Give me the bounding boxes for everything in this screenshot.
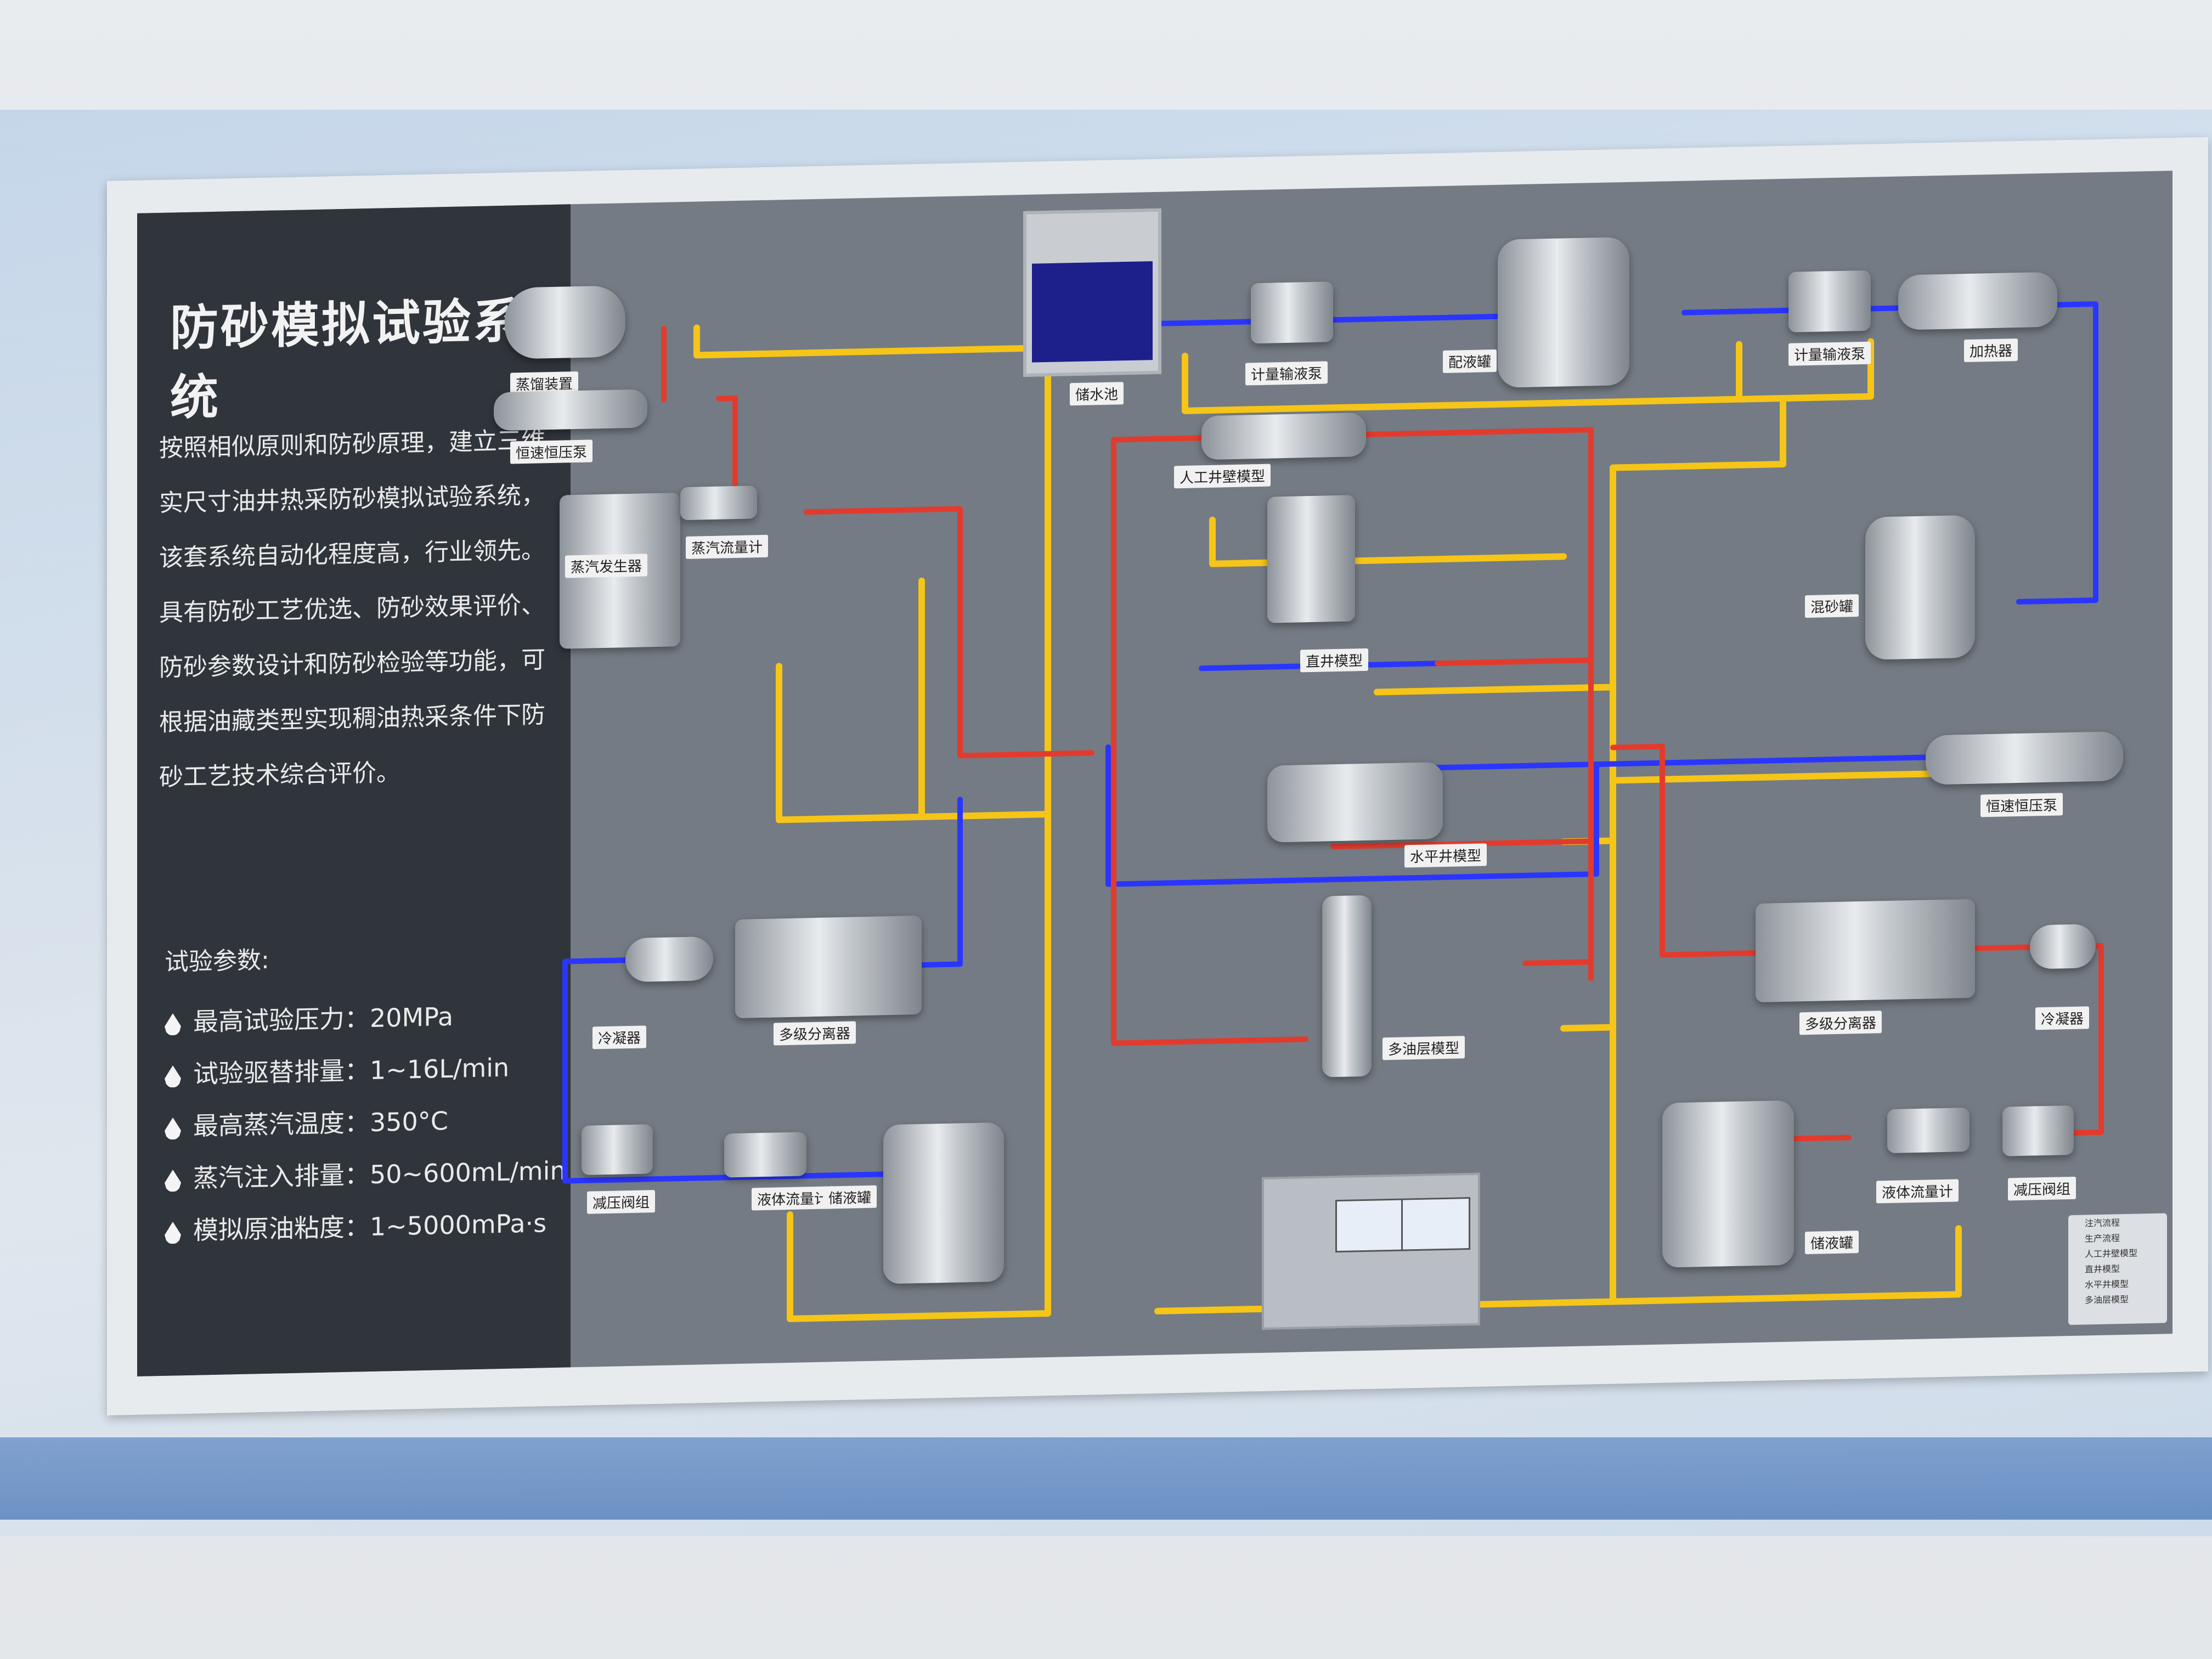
steam-flowmeter — [680, 486, 757, 521]
liquid-flowmeter-left — [724, 1132, 806, 1178]
pressure-valve-left — [582, 1124, 653, 1175]
equipment-label: 液体流量计 — [1876, 1179, 1959, 1204]
condenser-left — [625, 936, 713, 983]
equipment-label: 混砂罐 — [1805, 594, 1859, 618]
equipment-label: 冷凝器 — [2035, 1006, 2090, 1030]
pipe-network — [562, 301, 2104, 1322]
equipment-label: 减压阀组 — [587, 1190, 656, 1214]
blue-tape — [0, 1437, 2212, 1520]
legend-item: 多油层模型 — [2085, 1294, 2129, 1306]
equipment-label: 液体流量计 — [752, 1186, 834, 1211]
separator-left — [735, 915, 922, 1019]
horizontal-well-model — [1267, 761, 1443, 843]
equipment-label: 恒速恒压泵 — [510, 439, 593, 464]
vertical-well-model — [1267, 495, 1355, 623]
legend-item: 注汽流程 — [2085, 1217, 2120, 1229]
metering-pump-2 — [1788, 270, 1871, 332]
legend-item: 水平井模型 — [2085, 1278, 2129, 1290]
display-frame: 防砂模拟试验系统 按照相似原则和防砂原理，建立三维实尺寸油井热采防砂模拟试验系统… — [107, 137, 2208, 1415]
water-fill — [1032, 261, 1153, 363]
steam-lines — [661, 325, 2104, 1143]
equipment-label: 人工井壁模型 — [1174, 464, 1271, 489]
legend-item: 生产流程 — [2085, 1233, 2120, 1244]
condenser-right — [2030, 924, 2096, 969]
equipment-label: 多级分离器 — [774, 1021, 856, 1046]
mixing-tank — [1498, 236, 1629, 388]
equipment-label: 加热器 — [1964, 338, 2018, 363]
sand-mixing-tank — [1865, 515, 1975, 660]
equipment-label: 配液罐 — [1443, 349, 1497, 373]
equipment-label: 储液罐 — [823, 1185, 877, 1209]
equipment-label: 储水池 — [1070, 382, 1124, 406]
storage-tank-right — [1662, 1100, 1794, 1268]
display-board: 防砂模拟试验系统 按照相似原则和防砂原理，建立三维实尺寸油井热采防砂模拟试验系统… — [137, 171, 2172, 1376]
constant-pump-left — [494, 389, 647, 431]
metering-pump-1 — [1251, 281, 1333, 344]
equipment-label: 冷凝器 — [592, 1025, 647, 1049]
constant-pump-right — [1926, 731, 2123, 785]
equipment-label: 计量输液泵 — [1245, 361, 1328, 386]
equipment-label: 恒速恒压泵 — [1980, 793, 2063, 817]
multi-layer-model — [1322, 895, 1372, 1077]
water-tank — [1023, 208, 1161, 377]
separator-right — [1756, 899, 1975, 1003]
equipment-label: 多油层模型 — [1383, 1036, 1465, 1060]
equipment-label: 水平井模型 — [1404, 843, 1487, 868]
equipment-label: 多级分离器 — [1799, 1011, 1882, 1035]
legend: 注汽流程 生产流程 人工井壁模型 直井模型 水平井模型 多油层模型 — [2068, 1213, 2167, 1325]
monitor-screen — [1401, 1197, 1470, 1251]
artificial-wall-model — [1201, 412, 1366, 460]
equipment-label: 储液罐 — [1805, 1231, 1859, 1255]
distillation-unit — [505, 285, 625, 359]
equipment-label: 直井模型 — [1300, 648, 1369, 673]
equipment-label: 蒸汽流量计 — [686, 534, 769, 559]
pressure-valve-right — [2002, 1105, 2074, 1156]
equipment-label: 计量输液泵 — [1788, 341, 1871, 366]
monitor-screen — [1335, 1198, 1404, 1253]
legend-item: 直井模型 — [2085, 1263, 2120, 1275]
equipment-label: 蒸汽发生器 — [565, 554, 648, 578]
control-monitor — [1262, 1172, 1480, 1330]
equipment-label: 减压阀组 — [2008, 1176, 2076, 1201]
storage-tank-left — [883, 1122, 1004, 1284]
heater — [1898, 272, 2057, 330]
legend-item: 人工井壁模型 — [2085, 1248, 2138, 1260]
liquid-flowmeter-right — [1887, 1107, 1970, 1154]
